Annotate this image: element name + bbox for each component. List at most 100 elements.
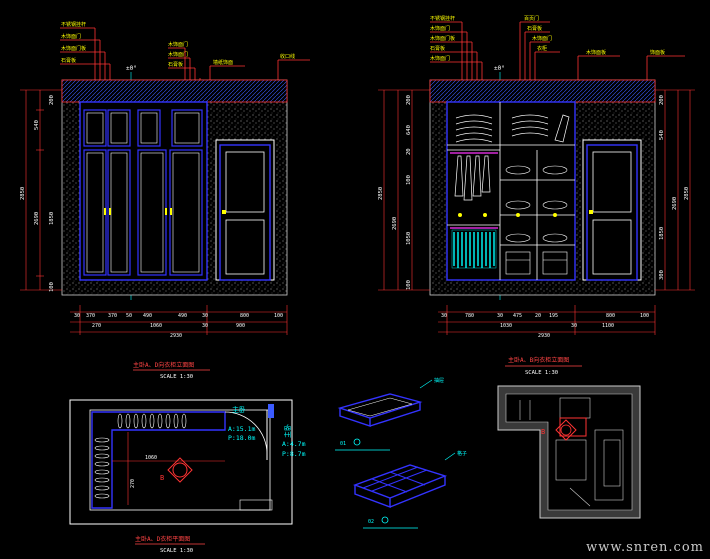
plan-perim-b: P:8.7m <box>282 450 306 458</box>
plan-marker-letter: B <box>160 474 164 482</box>
left-elevation-title: 主卧A、D向衣柜立面图 <box>133 361 194 369</box>
left-callout-3: 木饰面门板 <box>61 45 86 52</box>
left-vdim-labels: 2850 540 2690 200 1850 100 <box>20 95 55 292</box>
watermark: www.snren.com <box>586 540 704 555</box>
left-callout-9: 收口线 <box>280 53 295 60</box>
right-wardrobe-shelves <box>447 102 575 280</box>
left-vdim-2690: 2690 <box>34 212 40 225</box>
right-callout-labels: 不锈钢挂杆 木饰面门 木饰面门板 石膏板 木饰面门 百页门 石膏板 木饰面门 衣… <box>430 15 665 62</box>
right-elevation-scale: SCALE 1:30 <box>525 370 558 376</box>
left-hdim-3: 370 <box>108 313 117 319</box>
left-callout-1: 不锈钢挂杆 <box>61 21 86 28</box>
left-hdim-8: 800 <box>240 313 249 319</box>
right-vdim-r2: 540 <box>659 130 665 140</box>
left-wardrobe-handles <box>104 208 172 215</box>
left-callout-leaders <box>60 27 310 100</box>
left-callout-5: 木饰面门 <box>168 41 188 48</box>
left-hdim-lines <box>70 305 288 335</box>
right-vdim-r5: 300 <box>659 270 665 280</box>
right-hdim-lines <box>438 305 656 335</box>
plan-hangers-side <box>94 437 110 499</box>
right-hanging-shirts <box>451 229 497 269</box>
right-callout-9: 衣柜 <box>537 45 547 52</box>
right-door-handle <box>589 210 593 214</box>
right-vdim-m3: 20 <box>406 148 412 155</box>
left-vdim-top: 200 <box>49 95 55 105</box>
right-top-mark: ±0° <box>494 65 505 72</box>
left-wardrobe-inner-panels <box>86 112 200 273</box>
right-hdim-labels: 30 780 30 475 20 195 800 100 1030 30 110… <box>441 313 649 339</box>
plan-scale: SCALE 1:30 <box>160 548 193 554</box>
plan-room-outline <box>89 409 271 511</box>
right-wardrobe-interior <box>446 101 576 281</box>
drawer-ref-circle <box>353 438 361 446</box>
plan-room-label: 主卧 <box>232 405 246 414</box>
left-wardrobe-doors <box>83 109 203 276</box>
left-door-lower-panel <box>225 219 265 275</box>
plan-closet-label: 主卧 <box>283 424 292 438</box>
right-callout-11: 饰面板 <box>650 49 665 56</box>
plan-bench <box>239 499 273 511</box>
left-hdim-4: 50 <box>126 313 132 319</box>
left-door-upper-panel <box>225 151 265 213</box>
right-callout-4: 石膏板 <box>430 45 445 52</box>
right-door-lower-panel <box>592 219 632 275</box>
plan-hangers-top <box>117 413 187 429</box>
right-hdim-2: 780 <box>465 313 474 319</box>
right-hdim-6: 195 <box>549 313 558 319</box>
left-hdim-5: 490 <box>143 313 152 319</box>
left-ceiling-band <box>61 79 288 103</box>
left-callout-labels: 不锈钢挂杆 木饰面门 木饰面门板 石膏板 木饰面门 木饰面门 石膏板 墙纸饰面 … <box>61 21 295 68</box>
plan-area-a: A:15.1m <box>228 425 255 433</box>
drawer-ref: 01 <box>340 441 346 447</box>
right-hdim-1: 30 <box>441 313 447 319</box>
left-vdim-base: 100 <box>49 282 55 292</box>
right-folded-clothes <box>455 114 570 143</box>
left-callout-6: 木饰面门 <box>168 51 188 58</box>
left-vdim-lines <box>20 89 62 291</box>
plan-title: 主卧A、D衣柜平面图 <box>135 535 190 543</box>
right-vdim-r4: 2850 <box>684 187 690 200</box>
right-elevation-title: 主卧A、B向衣柜立面图 <box>508 356 569 364</box>
left-hdim-mid-3: 30 <box>202 323 208 329</box>
right-callout-7: 石膏板 <box>527 25 542 32</box>
left-callout-8: 墙纸饰面 <box>213 59 233 66</box>
left-hdim-6: 490 <box>178 313 187 319</box>
right-vdim-m6: 1050 <box>406 232 412 245</box>
right-room-door-leaf <box>586 144 638 281</box>
left-elevation: 不锈钢挂杆 木饰面门 木饰面门板 石膏板 木饰面门 木饰面门 石膏板 墙纸饰面 … <box>20 21 310 380</box>
right-callout-10: 木饰面板 <box>586 49 606 56</box>
right-vdim-r1: 200 <box>659 95 665 105</box>
right-hdim-mid-3: 1100 <box>602 323 614 329</box>
right-door-upper-panel <box>592 151 632 213</box>
left-hdim-7: 30 <box>202 313 208 319</box>
right-callout-2: 木饰面门 <box>430 25 450 32</box>
left-elevation-scale: SCALE 1:30 <box>160 374 193 380</box>
right-hdim-8: 100 <box>640 313 649 319</box>
right-callout-3: 木饰面门板 <box>430 35 455 42</box>
right-vdim-m1: 200 <box>406 95 412 105</box>
plan-perim-a: P:18.0m <box>228 434 255 442</box>
left-hdim-1: 30 <box>74 313 80 319</box>
detail-tray: 格子 02 <box>352 450 467 529</box>
key-plan: B <box>497 385 641 519</box>
left-hdim-mid-1: 270 <box>92 323 101 329</box>
right-vdim-m4: 100 <box>406 175 412 185</box>
plan-border <box>69 399 293 525</box>
right-hdim-total: 2930 <box>538 333 550 339</box>
right-ceiling-band <box>429 79 656 103</box>
right-vdim-lines <box>378 89 695 291</box>
left-room-door-leaf <box>219 144 271 281</box>
right-vdim-r6: 1850 <box>659 227 665 240</box>
right-hdim-3: 30 <box>497 313 503 319</box>
right-callout-6: 百页门 <box>524 15 539 22</box>
tray-ref: 02 <box>368 519 374 525</box>
left-hdim-labels: 30 370 370 50 490 490 30 800 100 270 106… <box>74 313 283 339</box>
plan-dim-h: 1060 <box>145 455 157 461</box>
plan-section-marker: B <box>160 457 193 483</box>
tray-tag: 格子 <box>457 450 467 457</box>
right-vdim-r3: 2690 <box>672 197 678 210</box>
left-vdim-1850: 1850 <box>49 212 55 225</box>
